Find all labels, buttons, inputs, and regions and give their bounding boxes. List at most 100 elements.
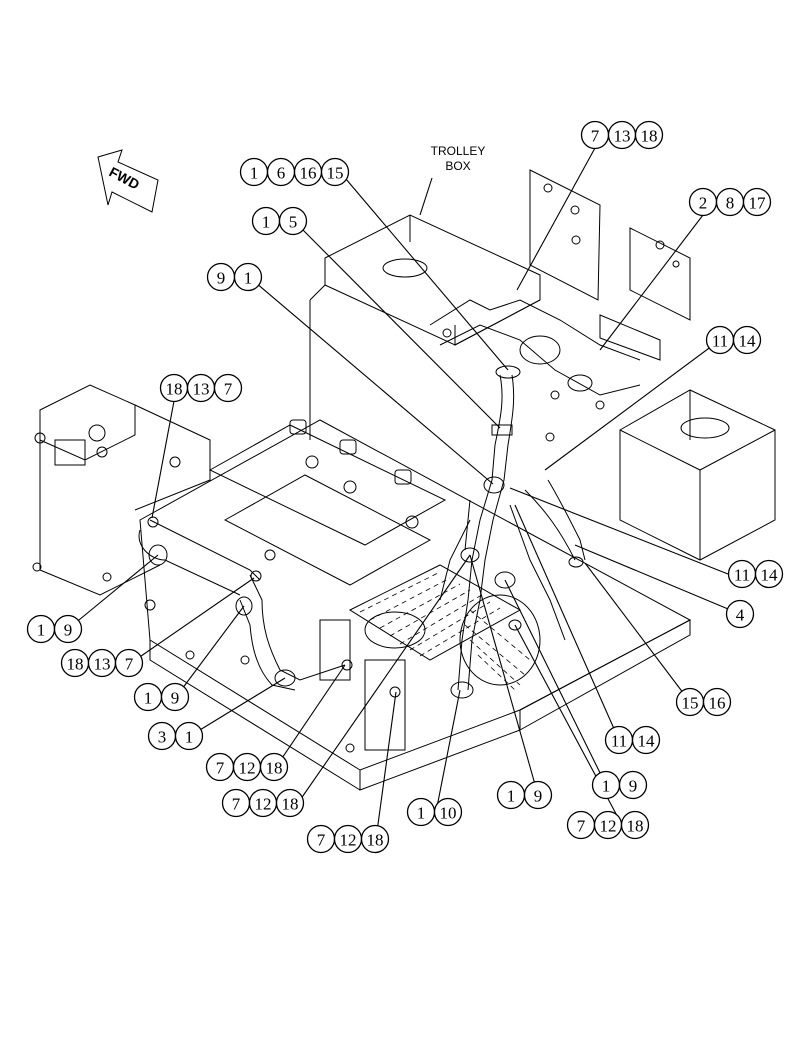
equipment-line-art xyxy=(32,169,776,791)
callout-bubble xyxy=(742,187,772,217)
callout-bubble xyxy=(634,120,664,150)
callout-number: 14 xyxy=(739,332,757,351)
callout-group: 7 12 18 xyxy=(306,824,390,854)
callout-group: 11 14 xyxy=(705,325,762,355)
callout-number: 9 xyxy=(171,689,180,708)
callout-group: 4 xyxy=(725,599,755,629)
callout-bubble xyxy=(433,797,463,827)
callout-number: 18 xyxy=(627,817,644,836)
callout-number: 11 xyxy=(611,732,627,751)
callout-bubble xyxy=(259,752,289,782)
callout-group: 11 14 xyxy=(727,559,784,589)
callout-number: 5 xyxy=(289,213,298,232)
callout-number: 7 xyxy=(224,380,233,399)
callout-number: 1 xyxy=(37,621,46,640)
callout-bubble xyxy=(754,559,784,589)
callout-group: 11 14 xyxy=(604,725,661,755)
callout-number: 2 xyxy=(699,194,708,213)
callout-bubble xyxy=(278,206,308,236)
callout-number: 7 xyxy=(591,127,600,146)
callout-bubble xyxy=(320,157,350,187)
callout-bubble xyxy=(702,687,732,717)
callout-number: 17 xyxy=(749,194,767,213)
callout-bubble xyxy=(725,599,755,629)
callout-bubble xyxy=(233,262,263,292)
callout-bubble xyxy=(53,614,83,644)
leader-lines xyxy=(67,147,741,840)
trolley-box-label-line2: BOX xyxy=(445,159,470,173)
callout-number: 9 xyxy=(629,777,638,796)
callout-bubble xyxy=(631,725,661,755)
callout-group: 7 13 18 xyxy=(580,120,664,150)
callout-number: 4 xyxy=(736,606,745,625)
callout-number: 9 xyxy=(217,269,226,288)
callout-bubble xyxy=(213,373,243,403)
callout-number: 8 xyxy=(726,194,735,213)
callout-number: 7 xyxy=(317,831,326,850)
callout-number: 7 xyxy=(216,759,225,778)
callout-number: 15 xyxy=(682,694,699,713)
callout-bubble xyxy=(275,788,305,818)
callout-bubble xyxy=(618,770,648,800)
callout-number: 1 xyxy=(144,689,153,708)
callout-number: 11 xyxy=(712,332,728,351)
callout-group: 1 10 xyxy=(406,797,463,827)
callout-group: 18 13 7 xyxy=(60,648,144,678)
trolley-box-label: TROLLEY BOX xyxy=(419,144,486,216)
callout-bubble xyxy=(732,325,762,355)
callout-number: 7 xyxy=(577,817,586,836)
callout-number: 7 xyxy=(232,795,241,814)
callout-number: 18 xyxy=(166,380,183,399)
callout-number: 16 xyxy=(300,164,317,183)
callout-number: 10 xyxy=(440,804,457,823)
forward-direction-arrow: FWD xyxy=(97,149,159,213)
callout-number: 11 xyxy=(734,566,750,585)
callout-number: 9 xyxy=(64,621,73,640)
callout-number: 18 xyxy=(67,655,84,674)
callout-number: 1 xyxy=(507,787,516,806)
callout-bubble xyxy=(114,648,144,678)
callout-number: 9 xyxy=(534,787,543,806)
callout-number: 12 xyxy=(239,759,256,778)
trolley-box-label-line1: TROLLEY xyxy=(431,144,486,158)
callout-bubble xyxy=(620,810,650,840)
callout-bubble xyxy=(160,682,190,712)
callout-group: 7 12 18 xyxy=(221,788,305,818)
callout-number: 6 xyxy=(277,164,286,183)
callout-number: 18 xyxy=(641,127,658,146)
callout-bubble xyxy=(523,780,553,810)
callout-number: 12 xyxy=(600,817,617,836)
callout-number: 14 xyxy=(761,566,779,585)
callout-number: 15 xyxy=(327,164,344,183)
callout-number: 1 xyxy=(244,269,253,288)
callout-number: 18 xyxy=(367,831,384,850)
callout-number: 12 xyxy=(255,795,272,814)
callout-number: 12 xyxy=(340,831,357,850)
callout-number: 13 xyxy=(94,655,111,674)
callout-number: 1 xyxy=(602,777,611,796)
callout-number: 7 xyxy=(125,655,134,674)
callout-number: 1 xyxy=(417,804,426,823)
callout-number: 18 xyxy=(282,795,299,814)
callout-number: 13 xyxy=(614,127,631,146)
callout-bubble xyxy=(360,824,390,854)
callout-number: 3 xyxy=(158,728,167,747)
fwd-arrow-label: FWD xyxy=(107,164,143,193)
callout-group: 7 12 18 xyxy=(566,810,650,840)
callout-bubble xyxy=(174,721,204,751)
callout-number: 14 xyxy=(638,732,656,751)
